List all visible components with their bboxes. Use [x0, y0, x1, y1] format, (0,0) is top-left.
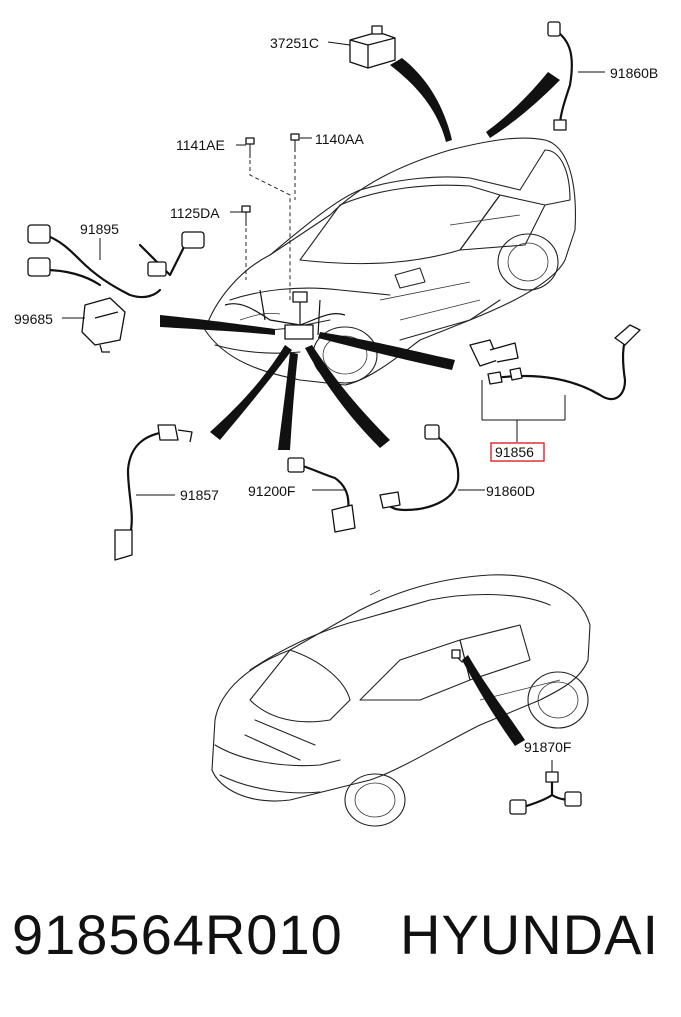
harness-part-91200F	[287, 457, 356, 533]
engine-harness	[224, 289, 346, 340]
label-1141AE: 1141AE	[176, 137, 225, 153]
harness-part-91870F	[509, 760, 582, 815]
footer: 918564R010 HYUNDAI	[0, 880, 681, 990]
label-91870F: 91870F	[524, 739, 571, 755]
label-91856: 91856	[495, 444, 534, 460]
label-37251C: 37251C	[270, 35, 319, 51]
label-91857: 91857	[180, 487, 219, 503]
brand-name: HYUNDAI	[400, 903, 660, 966]
cable-part-91860D	[379, 424, 485, 512]
parts-diagram: 37251C 91860B 1141AE 1140AA 1125DA 91895…	[14, 21, 658, 827]
harness-part-91895	[27, 224, 205, 299]
bolt-1141AE	[245, 137, 255, 158]
battery-cable-part-91856	[469, 324, 641, 442]
cover-part-99685	[81, 297, 126, 353]
label-91895: 91895	[80, 221, 119, 237]
label-91860D: 91860D	[486, 483, 535, 499]
label-1140AA: 1140AA	[315, 131, 364, 147]
battery-sensor-part	[349, 25, 396, 69]
bolt-1140AA	[290, 133, 300, 152]
label-1125DA: 1125DA	[170, 205, 220, 221]
rear-car-outline	[211, 574, 591, 827]
cable-part-91857	[114, 424, 193, 561]
bolt-1125DA	[241, 205, 251, 226]
door-connectors-rear	[451, 649, 471, 663]
label-99685: 99685	[14, 311, 53, 327]
leader-wedges	[160, 58, 560, 746]
label-91200F: 91200F	[248, 483, 295, 499]
highlight-box-91856	[490, 442, 545, 462]
label-91860B: 91860B	[610, 65, 658, 81]
cable-part-91860B	[547, 21, 573, 131]
part-number: 918564R010	[12, 903, 343, 966]
